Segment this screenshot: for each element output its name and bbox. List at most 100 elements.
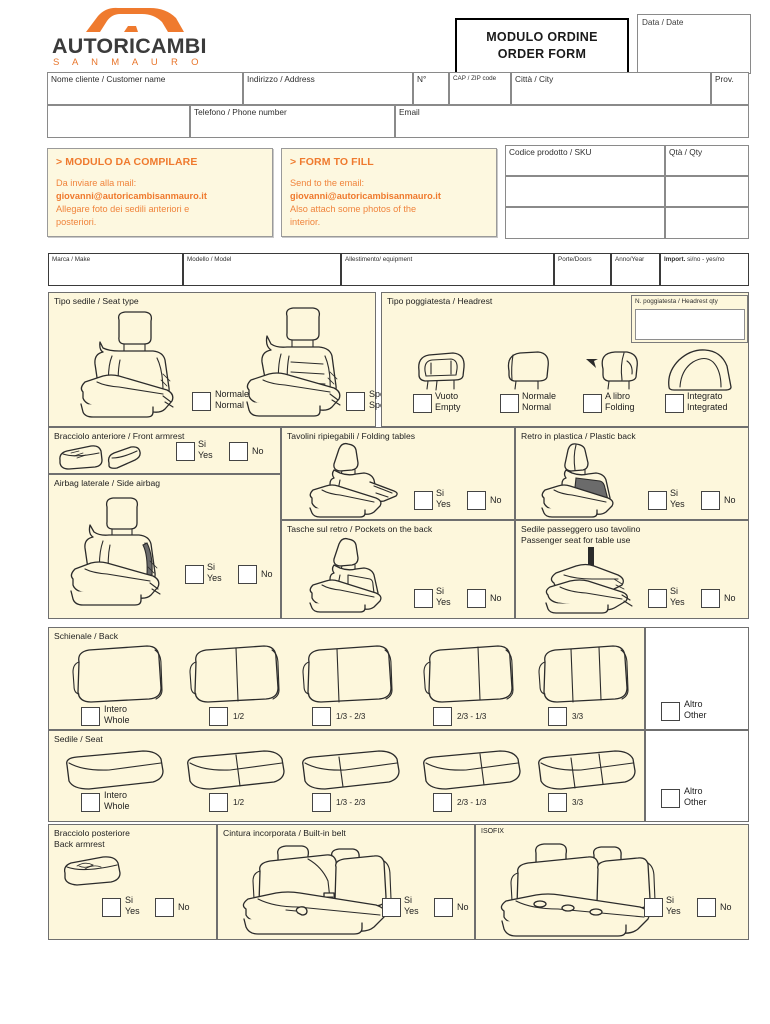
back-armrest-checkbox-yes[interactable]: [102, 898, 121, 917]
side-airbag-checkbox-no[interactable]: [238, 565, 257, 584]
headrest-checkbox-normal[interactable]: [500, 394, 519, 413]
street-number-label: N°: [417, 74, 427, 84]
folding-tables-checkbox-yes[interactable]: [414, 491, 433, 510]
province-field[interactable]: Prov.: [711, 72, 749, 105]
email-label: Email: [399, 107, 420, 117]
integrated-headrest-icon: [665, 346, 733, 392]
passenger-table-checkbox-yes[interactable]: [648, 589, 667, 608]
seat-checkbox-whole[interactable]: [81, 793, 100, 812]
rear-bench-isofix-icon: [496, 837, 660, 937]
phone-field[interactable]: Telefono / Phone number: [190, 105, 395, 138]
backrest-checkbox-two-third[interactable]: [433, 707, 452, 726]
rear-bench-belt-icon: [236, 837, 396, 937]
builtin-belt-checkbox-no[interactable]: [434, 898, 453, 917]
seat-whole-icon: [61, 749, 169, 797]
backrest-checkbox-other[interactable]: [661, 702, 680, 721]
city-label: Città / City: [515, 74, 554, 84]
email-field[interactable]: Email: [395, 105, 749, 138]
seat-label-thirds: 3/3: [572, 798, 584, 807]
backrest-label-third-two: 1/3 - 2/3: [336, 712, 366, 721]
seat-type-title: Tipo sedile / Seat type: [54, 296, 139, 306]
seat-back-pocket-icon: [304, 535, 408, 615]
seat-thirds-icon: [533, 749, 641, 797]
seat-checkbox-other[interactable]: [661, 789, 680, 808]
seat-checkbox-half[interactable]: [209, 793, 228, 812]
folding-tables-checkbox-no[interactable]: [467, 491, 486, 510]
backrest-checkbox-half[interactable]: [209, 707, 228, 726]
isofix-title: ISOFIX: [481, 828, 504, 835]
backrest-thirds-icon: [535, 644, 633, 706]
plastic-back-checkbox-no[interactable]: [701, 491, 720, 510]
phone-label: Telefono / Phone number: [194, 107, 287, 117]
passenger-table-checkbox-no[interactable]: [701, 589, 720, 608]
seat-checkbox-third-two[interactable]: [312, 793, 331, 812]
side-airbag-checkbox-yes[interactable]: [185, 565, 204, 584]
side-airbag-seat-icon: [63, 493, 175, 609]
headrest-checkbox-empty[interactable]: [413, 394, 432, 413]
back-pockets-label-no: No: [490, 593, 502, 603]
qty-cell-row-0[interactable]: [665, 176, 749, 207]
year-field[interactable]: Anno/Year: [611, 253, 660, 286]
seat-type-checkbox-normal[interactable]: [192, 392, 211, 411]
builtin-belt-checkbox-yes[interactable]: [382, 898, 401, 917]
headrest-qty-input[interactable]: [635, 309, 745, 340]
date-label: Data / Date: [642, 18, 684, 27]
rear-armrest-icon: [61, 855, 131, 887]
sku-cell-row-0[interactable]: [505, 176, 665, 207]
headrest-checkbox-folding[interactable]: [583, 394, 602, 413]
backrest-checkbox-third-two[interactable]: [312, 707, 331, 726]
city-field[interactable]: Città / City: [511, 72, 711, 105]
qty-cell-row-1[interactable]: [665, 207, 749, 239]
model-field[interactable]: Modello / Model: [183, 253, 341, 286]
zip-field[interactable]: CAP / ZIP code: [449, 72, 511, 105]
make-field[interactable]: Marca / Make: [48, 253, 183, 286]
equipment-field[interactable]: Allestimento/ equipment: [341, 253, 554, 286]
brand-subtitle: S A N M A U R O: [53, 57, 204, 68]
backrest-checkbox-whole[interactable]: [81, 707, 100, 726]
plastic-back-title: Retro in plastica / Plastic back: [521, 431, 636, 441]
front-armrest-checkbox-no[interactable]: [229, 442, 248, 461]
back-pockets-checkbox-yes[interactable]: [414, 589, 433, 608]
builtin-belt-label-no: No: [457, 902, 469, 912]
seat-checkbox-thirds[interactable]: [548, 793, 567, 812]
customer-blank-field[interactable]: [47, 105, 190, 138]
isofix-checkbox-yes[interactable]: [644, 898, 663, 917]
back-pockets-checkbox-no[interactable]: [467, 589, 486, 608]
backrest-whole-icon: [69, 644, 167, 706]
seat-type-checkbox-sport[interactable]: [346, 392, 365, 411]
form-title-it: MODULO ORDINE: [486, 30, 598, 45]
date-field[interactable]: Data / Date: [637, 14, 751, 74]
headrest-checkbox-integrated[interactable]: [665, 394, 684, 413]
normal-headrest-icon: [500, 347, 554, 391]
plastic-back-checkbox-yes[interactable]: [648, 491, 667, 510]
instructions-en-line3: interior.: [290, 217, 321, 228]
seat-label-two-third: 2/3 - 1/3: [457, 798, 487, 807]
folding-tables-label-no: No: [490, 495, 502, 505]
isofix-checkbox-no[interactable]: [697, 898, 716, 917]
instructions-it: > MODULO DA COMPILARE Da inviare alla ma…: [47, 148, 273, 237]
backrest-label-two-third: 2/3 - 1/3: [457, 712, 487, 721]
seat-checkbox-two-third[interactable]: [433, 793, 452, 812]
backrest-checkbox-thirds[interactable]: [548, 707, 567, 726]
backrest-third-two-icon: [299, 644, 397, 706]
doors-field[interactable]: Porte/Doors: [554, 253, 611, 286]
front-armrest-checkbox-yes[interactable]: [176, 442, 195, 461]
address-field[interactable]: Indirizzo / Address: [243, 72, 413, 105]
customer-name-field[interactable]: Nome cliente / Customer name: [47, 72, 243, 105]
sku-cell-row-1[interactable]: [505, 207, 665, 239]
form-title: MODULO ORDINE ORDER FORM: [455, 18, 629, 74]
import-field[interactable]: Import. si/no - yes/no: [660, 253, 749, 286]
street-number-field[interactable]: N°: [413, 72, 449, 105]
back-armrest-checkbox-no[interactable]: [155, 898, 174, 917]
seat-third-two-icon: [297, 749, 405, 797]
